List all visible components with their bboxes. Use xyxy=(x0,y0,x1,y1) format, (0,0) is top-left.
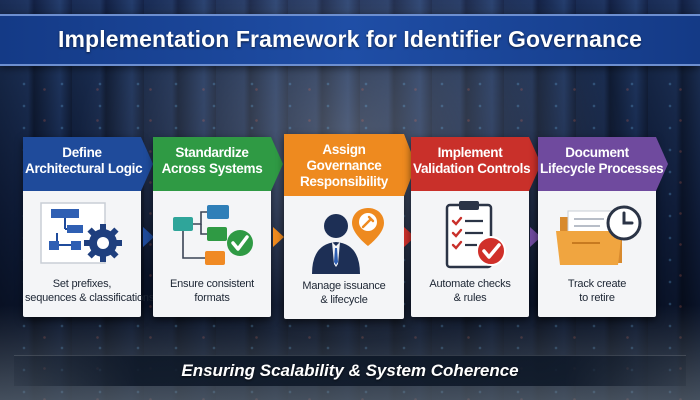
step-title: Assign Governance Responsibility xyxy=(286,142,402,190)
step-header: Standardize Across Systems xyxy=(153,137,283,191)
step-desc-line: to retire xyxy=(579,292,615,304)
step-title-line: Implement xyxy=(437,145,503,160)
step-desc-line: & lifecycle xyxy=(320,294,368,306)
step-description: Set prefixes, sequences & classification… xyxy=(25,277,155,305)
step-title-line: Responsibility xyxy=(299,174,389,189)
step-title-line: Document xyxy=(565,145,629,160)
step-desc-line: formats xyxy=(194,292,230,304)
step-description: Automate checks & rules xyxy=(413,277,527,305)
step-card-standardize: Standardize Across Systems Ensure consis… xyxy=(153,137,283,317)
title-banner: Implementation Framework for Identifier … xyxy=(0,14,700,66)
step-title-line: Validation Controls xyxy=(413,161,531,176)
step-header: Define Architectural Logic xyxy=(23,137,153,191)
step-header: Implement Validation Controls xyxy=(411,137,541,191)
footer-banner: Ensuring Scalability & System Coherence xyxy=(14,355,686,386)
step-title-line: Standardize xyxy=(175,145,249,160)
step-title-line: Assign xyxy=(322,142,366,157)
step-title-line: Across Systems xyxy=(161,161,263,176)
header-chevron xyxy=(141,137,153,191)
step-title: Implement Validation Controls xyxy=(413,145,531,177)
step-header: Assign Governance Responsibility xyxy=(284,134,416,196)
page-title: Implementation Framework for Identifier … xyxy=(58,26,642,52)
step-header: Document Lifecycle Processes xyxy=(538,137,668,191)
step-title-line: Governance xyxy=(306,158,382,173)
step-card-document: Document Lifecycle Processes Track creat… xyxy=(538,137,668,317)
step-description: Track create to retire xyxy=(540,277,654,305)
step-title: Define Architectural Logic xyxy=(25,145,143,177)
step-title-line: Lifecycle Processes xyxy=(540,161,664,176)
step-desc-line: Track create xyxy=(567,278,627,290)
step-title: Document Lifecycle Processes xyxy=(540,145,664,177)
step-description: Ensure consistent formats xyxy=(155,277,269,305)
header-chevron xyxy=(271,137,283,191)
step-card-define: Define Architectural Logic xyxy=(23,137,155,317)
step-card-implement: Implement Validation Controls Automate c… xyxy=(411,137,541,317)
step-desc-line: Set prefixes, xyxy=(52,278,112,290)
linked-blocks-check-icon xyxy=(167,199,259,271)
step-title-line: Define xyxy=(62,145,102,160)
step-desc-line: & rules xyxy=(453,292,487,304)
connector-arrow xyxy=(530,227,541,247)
connector-arrow xyxy=(404,227,415,247)
step-desc-line: Manage issuance xyxy=(302,280,386,292)
step-card-assign: Assign Governance Responsibility Manage … xyxy=(284,134,416,319)
step-title-line: Architectural Logic xyxy=(25,161,143,176)
connector-arrow xyxy=(273,227,284,247)
footer-tagline: Ensuring Scalability & System Coherence xyxy=(181,361,519,380)
step-desc-line: sequences & classifications xyxy=(25,292,155,304)
step-title: Standardize Across Systems xyxy=(155,145,269,177)
person-wrench-pin-icon xyxy=(298,204,390,276)
checklist-clipboard-icon xyxy=(425,199,517,271)
flowchart-gear-icon xyxy=(37,199,129,271)
step-desc-line: Ensure consistent xyxy=(169,278,255,290)
folder-clock-icon xyxy=(552,199,644,271)
header-chevron xyxy=(656,137,668,191)
step-description: Manage issuance & lifecycle xyxy=(286,279,402,307)
step-desc-line: Automate checks xyxy=(429,278,511,290)
connector-arrow xyxy=(143,227,154,247)
